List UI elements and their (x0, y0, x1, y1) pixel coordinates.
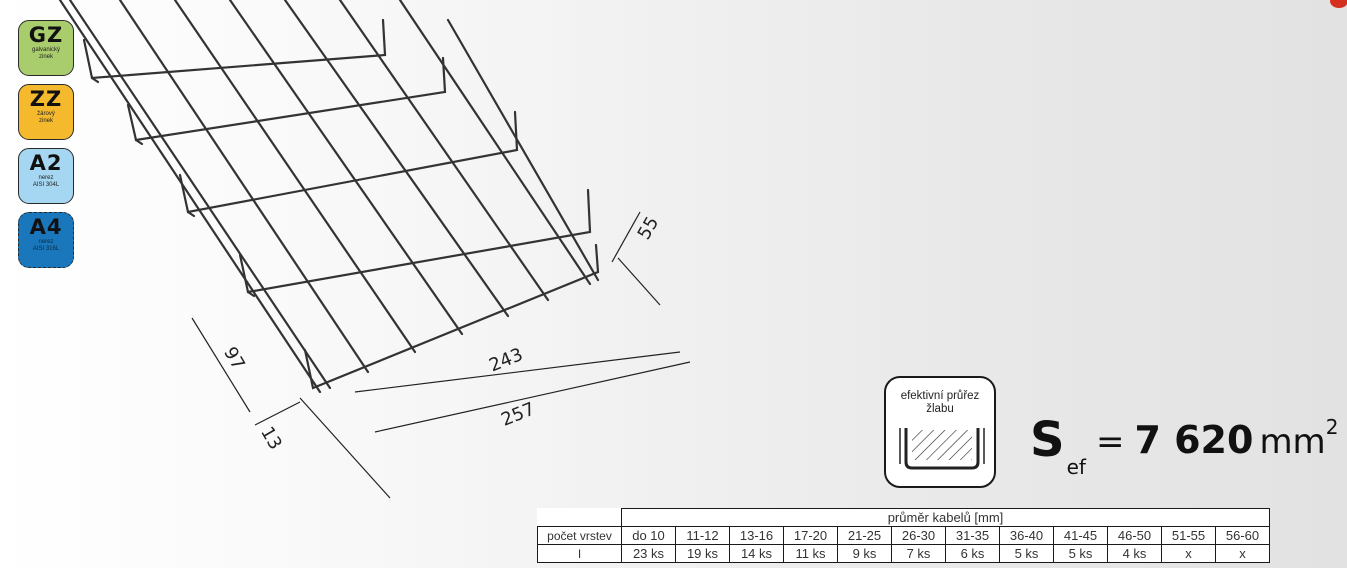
finish-badge-zz[interactable]: ZZ žárový zinek (18, 84, 74, 140)
table-column-header: 17-20 (783, 526, 838, 545)
table-column-header: 26-30 (891, 526, 946, 545)
finish-desc: AISI 304L (32, 182, 60, 188)
section-label: efektivní průřez žlabu (886, 390, 994, 416)
table-cell: 5 ks (999, 544, 1054, 563)
finish-code: A2 (29, 151, 63, 175)
table-cell: x (1161, 544, 1216, 563)
table-column-header: 51-55 (1161, 526, 1216, 545)
table-cell: 9 ks (837, 544, 892, 563)
finish-code: GZ (28, 23, 64, 47)
section-label-line2: žlabu (926, 403, 954, 415)
finish-desc: zinek (38, 54, 53, 60)
table-cell: 4 ks (1107, 544, 1162, 563)
table-cell: 6 ks (945, 544, 1000, 563)
table-cell: 23 ks (621, 544, 676, 563)
finish-badge-gz[interactable]: GZ galvanický zinek (18, 20, 74, 76)
table-corner-blank (537, 508, 622, 527)
table-cell: 19 ks (675, 544, 730, 563)
cable-tray-drawing: 55 243 257 97 13 (58, 0, 691, 499)
finish-desc: nerez (38, 239, 54, 245)
table-cell: 11 ks (783, 544, 838, 563)
finish-desc: AISI 316L (32, 246, 60, 252)
effective-section-box: efektivní průřez žlabu (884, 376, 996, 488)
cable-capacity-table: průměr kabelů [mm] počet vrstev do 10 11… (537, 508, 1270, 563)
formula-subscript: ef (1066, 455, 1086, 479)
dimension-height-label: 55 (634, 213, 664, 243)
table-cell: 14 ks (729, 544, 784, 563)
table-column-header: 41-45 (1053, 526, 1108, 545)
finish-desc: nerez (38, 175, 54, 181)
table-column-header: do 10 (621, 526, 676, 545)
section-label-line1: efektivní průřez (900, 390, 980, 402)
formula-equals: = (1095, 422, 1125, 462)
formula-superscript: 2 (1325, 415, 1339, 439)
table-cell: 7 ks (891, 544, 946, 563)
table-column-header: 11-12 (675, 526, 730, 545)
table-column-header-row: počet vrstev do 10 11-12 13-16 17-20 21-… (537, 526, 1270, 545)
finish-badge-a4[interactable]: A4 nerez AISI 316L (18, 212, 74, 268)
table-row-header: počet vrstev (537, 526, 622, 545)
finish-desc: galvanický (31, 47, 60, 53)
table-row: I 23 ks 19 ks 14 ks 11 ks 9 ks 7 ks 6 ks… (537, 544, 1270, 563)
finish-code: A4 (29, 215, 63, 239)
table-column-header: 36-40 (999, 526, 1054, 545)
section-hatch-icon (899, 428, 985, 470)
finish-badges: GZ galvanický zinek ZZ žárový zinek A2 n… (18, 20, 80, 276)
table-group-header-row: průměr kabelů [mm] (537, 508, 1270, 527)
table-cell: x (1215, 544, 1270, 563)
formula-symbol: S (1030, 412, 1065, 468)
table-column-header: 31-35 (945, 526, 1000, 545)
formula-value: 7 620 (1134, 418, 1254, 462)
table-cell: 5 ks (1053, 544, 1108, 563)
table-column-header: 13-16 (729, 526, 784, 545)
finish-desc: zinek (38, 118, 53, 124)
table-column-header: 21-25 (837, 526, 892, 545)
table-column-header: 56-60 (1215, 526, 1270, 545)
finish-badge-a2[interactable]: A2 nerez AISI 304L (18, 148, 74, 204)
corner-heart-icon (1330, 0, 1347, 8)
finish-code: ZZ (29, 87, 63, 111)
table-column-header: 46-50 (1107, 526, 1162, 545)
table-group-header: průměr kabelů [mm] (621, 508, 1270, 527)
formula-unit: mm (1259, 422, 1326, 462)
table-row-label: I (537, 544, 622, 563)
dimension-offset-label: 13 (256, 423, 286, 453)
finish-desc: žárový (37, 111, 55, 117)
